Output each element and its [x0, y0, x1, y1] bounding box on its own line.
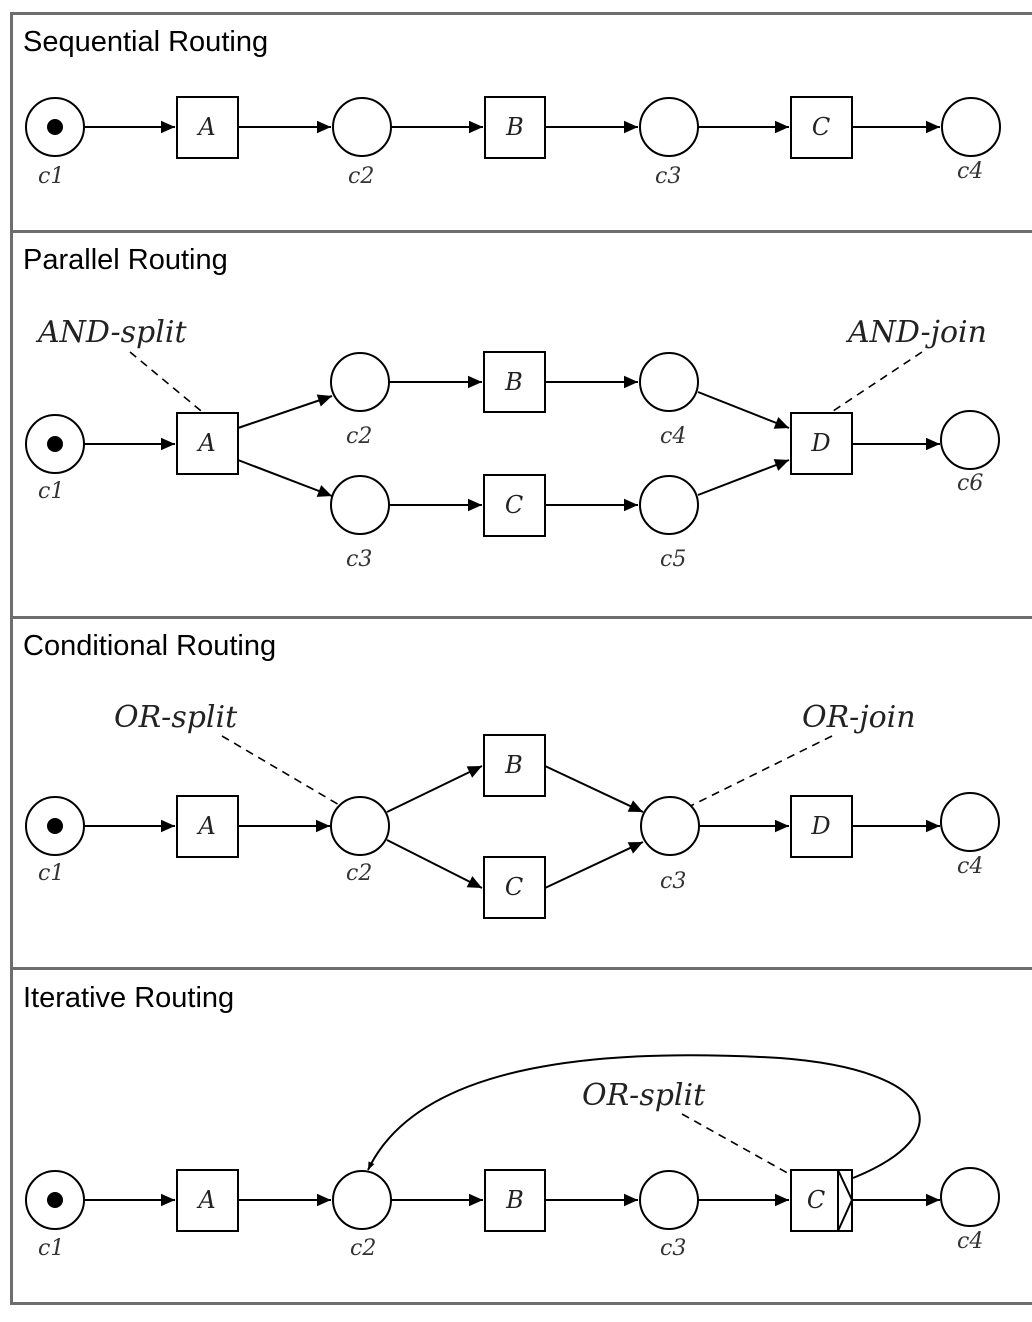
transition-A: A	[176, 412, 239, 475]
arc-C-c3	[544, 841, 644, 889]
place-c1: c1	[25, 796, 85, 886]
or-split-pointer	[681, 1113, 801, 1181]
svg-text:c1: c1	[38, 164, 64, 189]
transition-C: C	[483, 474, 546, 537]
svg-text:C: C	[505, 491, 523, 519]
svg-text:C: C	[812, 113, 830, 141]
svg-text:c4: c4	[957, 1229, 983, 1254]
panel-divider-3	[13, 967, 1032, 970]
panel-divider-1	[13, 230, 1032, 233]
place-c3: c3	[330, 475, 390, 572]
svg-text:A: A	[196, 812, 215, 840]
transition-C: C	[790, 1169, 854, 1232]
svg-text:c6: c6	[957, 471, 983, 496]
transition-A: A	[176, 795, 239, 858]
svg-text:A: A	[196, 429, 215, 457]
or-split-annotation: OR-split	[114, 700, 238, 735]
place-c4: c4	[940, 792, 1000, 879]
svg-text:C: C	[505, 873, 523, 901]
svg-text:C: C	[807, 1186, 825, 1214]
place-c3: c3	[640, 796, 700, 894]
arc-A-c3	[237, 459, 333, 497]
or-join-annotation: OR-join	[802, 700, 916, 735]
conditional-routing-title: Conditional Routing	[23, 630, 277, 662]
svg-text:c2: c2	[348, 164, 374, 189]
place-c3: c3	[639, 97, 699, 189]
svg-text:c3: c3	[660, 1236, 686, 1261]
place-c3: c3	[639, 1170, 699, 1261]
place-c2: c2	[330, 352, 390, 449]
svg-text:c1: c1	[38, 479, 64, 504]
iterative-net: OR-split c1 A c2 B c3	[25, 1054, 1000, 1261]
parallel-routing-title: Parallel Routing	[23, 244, 228, 276]
svg-text:c4: c4	[957, 159, 983, 184]
transition-D: D	[790, 412, 853, 475]
arc-c2-C	[386, 839, 483, 889]
and-split-annotation: AND-split	[35, 315, 187, 350]
svg-text:D: D	[810, 812, 830, 840]
sequential-routing-title: Sequential Routing	[23, 26, 269, 58]
svg-text:A: A	[196, 113, 215, 141]
arc-B-c3	[544, 765, 644, 813]
svg-text:c2: c2	[346, 424, 372, 449]
panel-divider-2	[13, 616, 1032, 619]
place-c6: c6	[940, 410, 1000, 496]
place-c4: c4	[940, 1167, 1000, 1254]
svg-text:A: A	[196, 1186, 215, 1214]
token-dot	[47, 119, 63, 135]
svg-text:c2: c2	[350, 1236, 376, 1261]
sequential-net: c1 A c2 B c3 C c4	[25, 96, 1001, 189]
arc-c5-D	[697, 459, 790, 496]
transition-B: B	[484, 96, 546, 159]
place-c2: c2	[332, 1170, 392, 1261]
arc-c4-D	[697, 391, 790, 429]
token-dot	[47, 436, 63, 452]
svg-text:B: B	[505, 113, 524, 141]
svg-text:c1: c1	[38, 1236, 64, 1261]
parallel-net: AND-split AND-join c1 A c2 c3 B	[25, 315, 1000, 572]
iterative-routing-title: Iterative Routing	[23, 982, 235, 1014]
place-c2: c2	[332, 97, 392, 189]
svg-text:B: B	[504, 751, 523, 779]
svg-text:c4: c4	[660, 424, 686, 449]
place-c1: c1	[25, 97, 85, 189]
token-dot	[47, 1192, 63, 1208]
svg-text:B: B	[504, 368, 523, 396]
transition-A: A	[176, 96, 239, 159]
place-c5: c5	[639, 475, 699, 572]
place-c4: c4	[639, 352, 699, 449]
token-dot	[47, 818, 63, 834]
svg-text:c3: c3	[346, 547, 372, 572]
svg-text:c4: c4	[957, 854, 983, 879]
svg-text:c5: c5	[660, 547, 686, 572]
place-c1: c1	[25, 1170, 85, 1261]
place-c4: c4	[941, 97, 1001, 184]
svg-text:B: B	[505, 1186, 524, 1214]
transition-A: A	[176, 1169, 239, 1232]
transition-D: D	[790, 795, 853, 858]
transition-C: C	[790, 96, 853, 159]
svg-text:c2: c2	[346, 861, 372, 886]
place-c1: c1	[25, 414, 85, 504]
transition-B: B	[483, 351, 546, 413]
transition-B: B	[484, 1169, 546, 1232]
transition-B: B	[483, 734, 546, 797]
svg-text:c1: c1	[38, 861, 64, 886]
or-split-annotation: OR-split	[582, 1078, 706, 1113]
place-c2: c2	[330, 796, 390, 886]
figure-frame	[10, 12, 1032, 1305]
svg-text:D: D	[810, 429, 830, 457]
conditional-net: OR-split OR-join c1 A c2 B C	[25, 700, 1000, 919]
arc-c2-B	[386, 765, 483, 813]
svg-text:c3: c3	[660, 869, 686, 894]
and-join-annotation: AND-join	[845, 315, 987, 350]
arc-A-c2	[237, 394, 333, 429]
loop-arc-C-c2	[367, 1054, 921, 1179]
and-split-pointer	[129, 351, 219, 426]
transition-C: C	[483, 856, 546, 919]
svg-text:c3: c3	[655, 164, 681, 189]
